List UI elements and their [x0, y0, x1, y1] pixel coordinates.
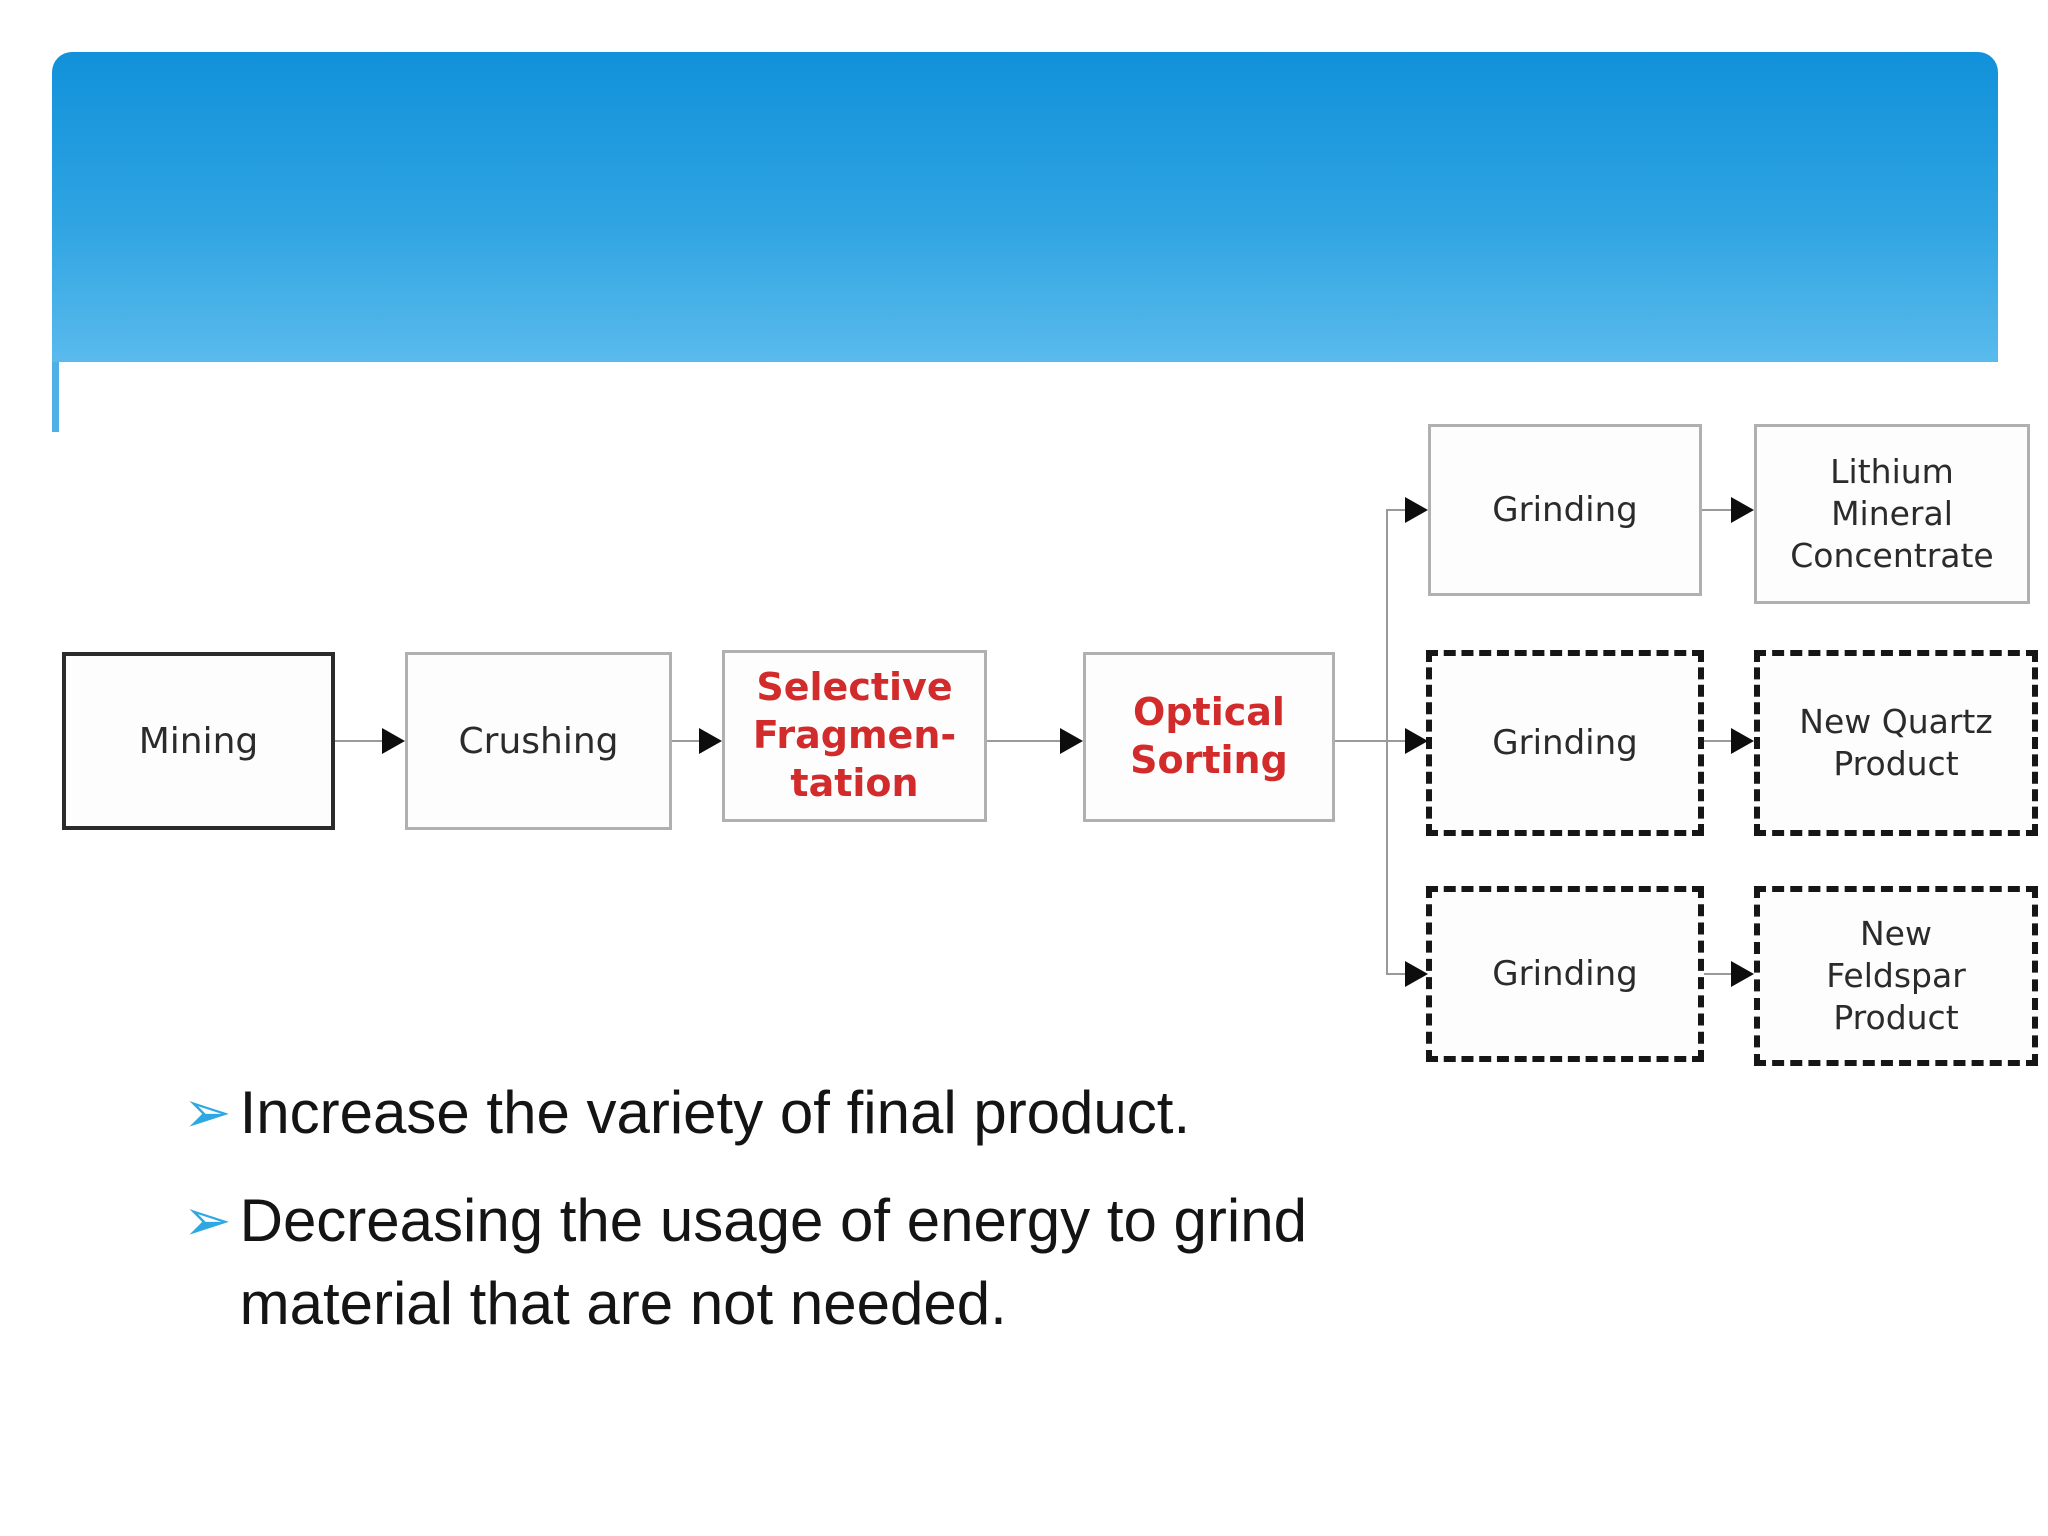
- connector-grinding-feldspar: [1704, 973, 1734, 975]
- node-grinding-top: Grinding: [1428, 424, 1702, 596]
- connector-branch-grinding-top: [1386, 509, 1408, 511]
- node-crushing: Crushing: [405, 652, 672, 830]
- header-banner: [52, 52, 1998, 362]
- grinding-middle-label: Grinding: [1492, 723, 1638, 763]
- bullet-item-2-line1: Decreasing the usage of energy to grind: [239, 1187, 1307, 1254]
- node-new-quartz-product: New Quartz Product: [1754, 650, 2038, 836]
- lithium-line1: Lithium: [1830, 451, 1954, 491]
- connector-branch-grinding-middle: [1386, 740, 1408, 742]
- node-selective-label: Selective Fragmen- tation: [753, 664, 956, 808]
- optical-line2: Sorting: [1130, 738, 1288, 782]
- node-lithium-concentrate: Lithium Mineral Concentrate: [1754, 424, 2030, 604]
- arrowhead-into-crushing: [382, 728, 405, 754]
- header-tail-decoration: [52, 362, 59, 432]
- selective-line2: Fragmen-: [752, 713, 957, 758]
- lithium-line2: Mineral: [1831, 493, 1953, 533]
- connector-grinding-lithium: [1702, 509, 1734, 511]
- connector-crushing-selective: [672, 740, 702, 742]
- branch-vertical-line: [1386, 509, 1388, 975]
- process-flow-diagram: Mining Crushing Selective Fragmen- tatio…: [62, 424, 2038, 1066]
- arrow-bullet-icon: ➢: [183, 1080, 232, 1145]
- feldspar-line2: Feldspar: [1826, 955, 1966, 995]
- bullet-item-1: ➢ Increase the variety of final product.: [183, 1078, 1190, 1147]
- arrowhead-into-quartz: [1731, 728, 1754, 754]
- arrow-bullet-icon: ➢: [183, 1188, 232, 1253]
- connector-mining-crushing: [335, 740, 385, 742]
- node-mining: Mining: [62, 652, 335, 830]
- node-optical-sorting: Optical Sorting: [1083, 652, 1335, 822]
- arrowhead-into-grinding-middle: [1405, 728, 1428, 754]
- bullet-item-1-text: Increase the variety of final product.: [239, 1079, 1191, 1146]
- node-grinding-bottom: Grinding: [1426, 886, 1704, 1062]
- selective-line3: tation: [790, 760, 919, 805]
- grinding-bottom-label: Grinding: [1492, 954, 1638, 994]
- connector-selective-optical: [987, 740, 1063, 742]
- feldspar-label: New Feldspar Product: [1826, 913, 1966, 1040]
- connector-optical-junction: [1335, 740, 1388, 742]
- arrowhead-into-lithium: [1731, 497, 1754, 523]
- bullet-item-2-text: Decreasing the usage of energy to grind …: [240, 1186, 1307, 1338]
- connector-grinding-quartz: [1704, 740, 1734, 742]
- quartz-line1: New Quartz: [1799, 701, 1993, 741]
- node-crushing-label: Crushing: [458, 720, 619, 762]
- feldspar-line3: Product: [1833, 998, 1959, 1038]
- lithium-label: Lithium Mineral Concentrate: [1790, 451, 1993, 578]
- arrowhead-into-grinding-top: [1405, 497, 1428, 523]
- bullet-item-2: ➢ Decreasing the usage of energy to grin…: [183, 1186, 1307, 1338]
- optical-line1: Optical: [1133, 690, 1285, 735]
- feldspar-line1: New: [1860, 913, 1932, 953]
- node-optical-label: Optical Sorting: [1130, 689, 1288, 785]
- node-selective-fragmentation: Selective Fragmen- tation: [722, 650, 987, 822]
- arrowhead-into-feldspar: [1731, 961, 1754, 987]
- lithium-line3: Concentrate: [1790, 536, 1994, 576]
- grinding-top-label: Grinding: [1492, 490, 1638, 530]
- quartz-line2: Product: [1833, 744, 1959, 783]
- arrowhead-into-selective: [699, 728, 722, 754]
- quartz-label: New Quartz Product: [1799, 701, 1992, 785]
- arrowhead-into-grinding-bottom: [1405, 961, 1428, 987]
- selective-line1: Selective: [756, 665, 953, 710]
- connector-branch-grinding-bottom: [1386, 973, 1408, 975]
- arrowhead-into-optical: [1060, 728, 1083, 754]
- node-new-feldspar-product: New Feldspar Product: [1754, 886, 2038, 1066]
- node-mining-label: Mining: [138, 720, 259, 762]
- node-grinding-middle: Grinding: [1426, 650, 1704, 836]
- bullet-item-2-line2: material that are not needed.: [239, 1270, 1007, 1337]
